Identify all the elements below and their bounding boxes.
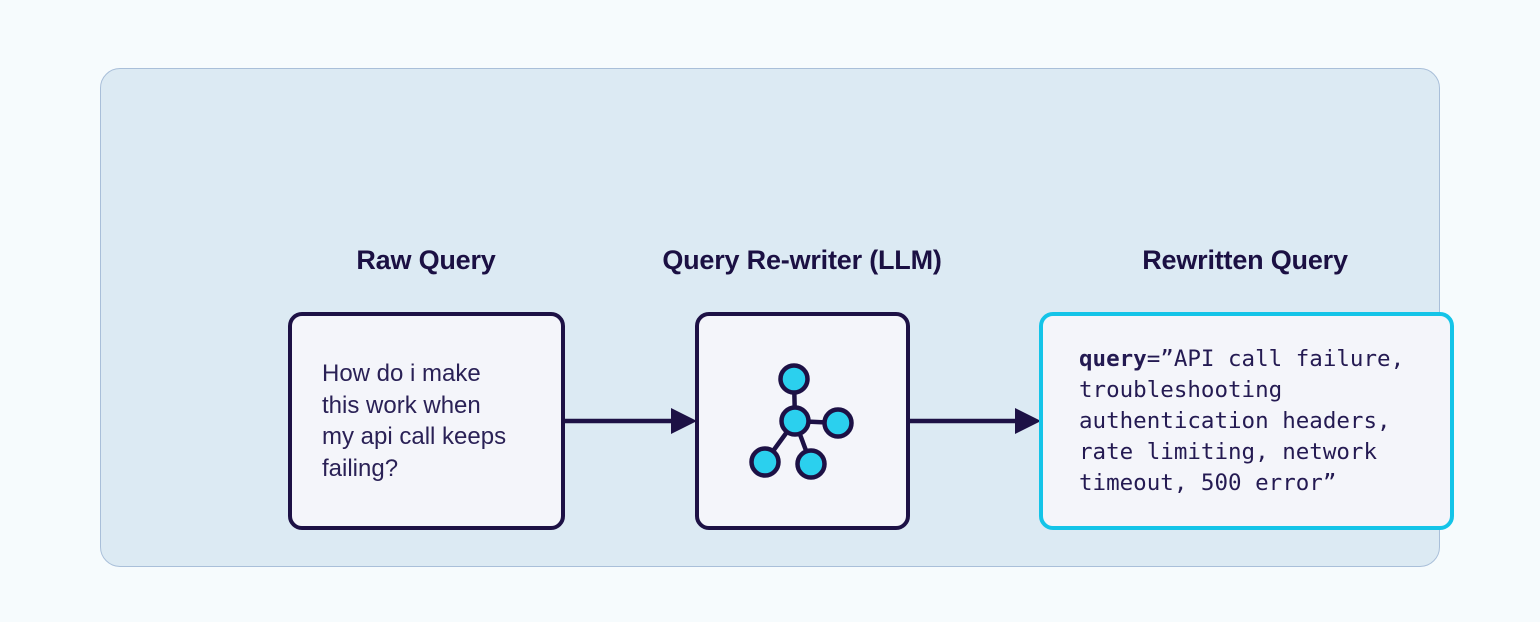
raw-query-text-line: How do i make <box>322 360 481 387</box>
raw-query-text-line: failing? <box>322 454 399 482</box>
code-line: timeout, 500 error” <box>1079 469 1337 496</box>
query-rewriter-title: Query Re-writer (LLM) <box>662 245 942 275</box>
code-line: authentication headers, <box>1079 407 1391 434</box>
code-text: =”API call failure, <box>1146 345 1405 372</box>
raw-query-box: How do i make this work when my api call… <box>288 312 565 530</box>
code-line: query=”API call failure, <box>1079 344 1442 375</box>
arrow-rewriter-to-rewritten <box>908 408 1041 434</box>
code-keyword: query <box>1079 345 1147 372</box>
raw-query-title: Raw Query <box>356 245 496 275</box>
diagram-panel: Raw Query Query Re-writer (LLM) Rewritte… <box>100 68 1454 567</box>
code-line: rate limiting, network <box>1079 438 1378 465</box>
rewritten-query-title: Rewritten Query <box>1142 245 1348 275</box>
raw-query-text-line: this work when <box>322 391 481 419</box>
arrow-raw-to-rewriter <box>563 408 697 434</box>
query-rewriter-box <box>695 312 910 530</box>
code-line: troubleshooting <box>1079 376 1283 403</box>
rewritten-query-box: query=”API call failure, troubleshooting… <box>1039 312 1454 530</box>
raw-query-text-line: my api call keeps <box>322 423 507 450</box>
network-graph-icon <box>749 363 854 480</box>
